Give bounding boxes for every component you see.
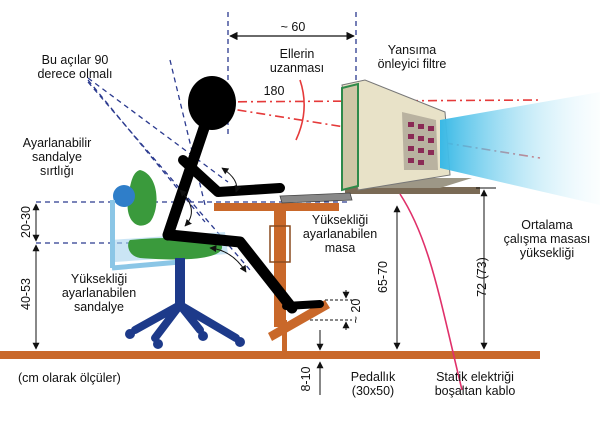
- adjustable-desk-line-3: masa: [324, 241, 356, 255]
- computer-desk: [214, 187, 480, 352]
- anti-glare-line-1: Yansıma: [387, 43, 437, 57]
- footrest-height-label: 8-10: [299, 366, 313, 392]
- units-note: (cm olarak ölçüler): [18, 371, 121, 385]
- angles-note-line-2: derece olmalı: [37, 67, 113, 81]
- adjustable-chair-label: Yüksekliği ayarlanabilen sandalye: [44, 272, 154, 314]
- backrest-line-1: Ayarlanabilir: [22, 136, 92, 150]
- avg-desk-height-line-2: çalışma masası: [503, 232, 591, 246]
- adjustable-chair-line-2: ayarlanabilen: [61, 286, 137, 300]
- keyboard: [279, 192, 353, 204]
- hand-reach-line-2: uzanması: [269, 61, 325, 75]
- adjustable-chair-line-3: sandalye: [73, 300, 125, 314]
- anti-glare-label: Yansıma önleyici filtre: [352, 43, 472, 71]
- adjustable-desk-line-2: ayarlanabilen: [302, 227, 378, 241]
- footrest-angle-label: ~ 20: [349, 298, 363, 324]
- backrest-label: Ayarlanabilir sandalye sırtlığı: [2, 136, 112, 178]
- seat-height-label: 40-53: [19, 278, 33, 310]
- footrest-line-1: Pedallık: [350, 370, 396, 384]
- anti-glare-line-2: önleyici filtre: [377, 57, 447, 71]
- static-cable: [399, 193, 463, 391]
- angle-arcs: [179, 167, 247, 273]
- desk-dimensions: [393, 187, 496, 350]
- top-dimension-label: ~ 60: [280, 20, 306, 34]
- adjustable-desk-line-1: Yüksekliği: [311, 213, 369, 227]
- desk-height-label: 65-70: [376, 261, 390, 293]
- avg-desk-height-value: 72 (73): [475, 257, 489, 297]
- footrest-line-2: (30x50): [351, 384, 395, 398]
- backrest-line-3: sırtlığı: [39, 164, 75, 178]
- adjustable-chair-line-1: Yüksekliği: [70, 272, 128, 286]
- avg-desk-height-label: Ortalama çalışma masası yüksekliği: [494, 218, 600, 260]
- avg-desk-height-line-3: yüksekliği: [519, 246, 575, 260]
- adjustable-desk-label: Yüksekliği ayarlanabilen masa: [285, 213, 395, 255]
- cable-label: Statik elektriği boşaltan kablo: [420, 370, 530, 398]
- backrest-height-label: 20-30: [19, 206, 33, 238]
- hand-reach-line-1: Ellerin: [279, 47, 315, 61]
- monitor: [341, 79, 600, 205]
- angle-180-label: 180: [263, 84, 285, 98]
- hand-reach-label: Ellerin uzanması: [262, 47, 332, 75]
- cable-line-1: Statik elektriği: [436, 370, 514, 384]
- seated-figure: [162, 76, 324, 314]
- cable-line-2: boşaltan kablo: [434, 384, 516, 398]
- angles-note-line-1: Bu açılar 90: [41, 53, 109, 67]
- avg-desk-height-line-1: Ortalama: [521, 218, 573, 232]
- backrest-line-2: sandalye: [31, 150, 83, 164]
- footrest-dimensions: [310, 290, 352, 395]
- angles-note-label: Bu açılar 90 derece olmalı: [20, 53, 130, 81]
- floor: [0, 351, 540, 359]
- footrest-label: Pedallık (30x50): [338, 370, 408, 398]
